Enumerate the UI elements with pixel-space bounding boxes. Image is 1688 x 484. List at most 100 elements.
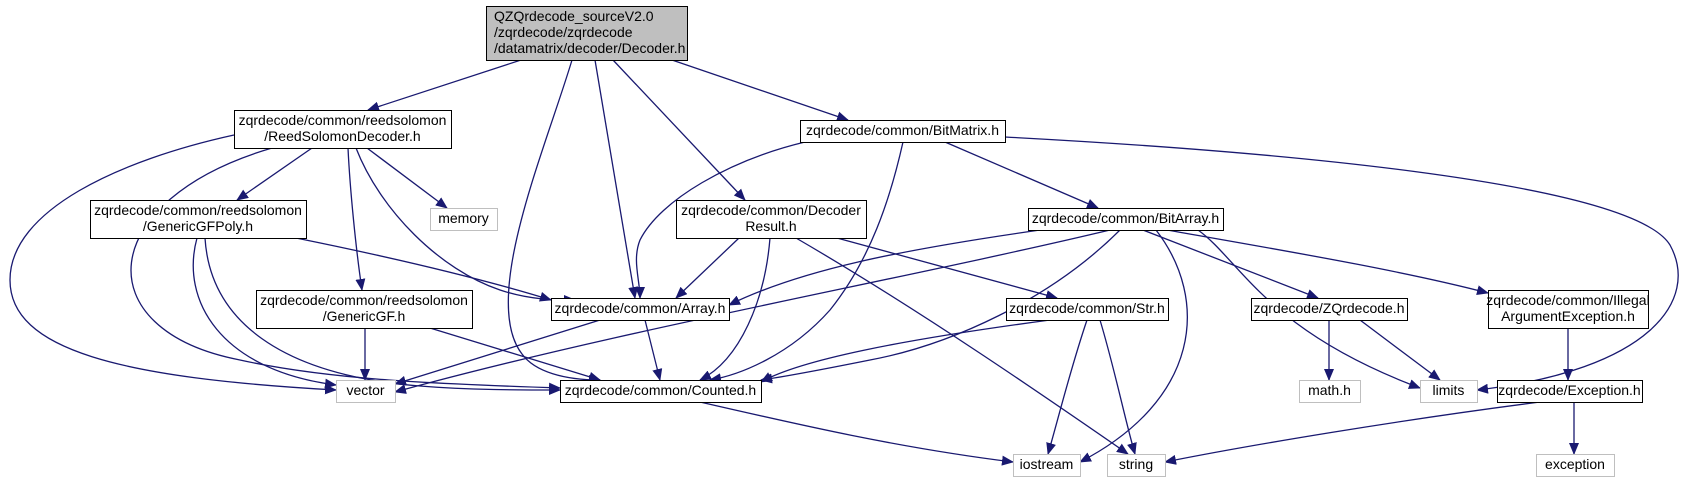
edge-str-to-counted	[760, 319, 1051, 383]
edge-root-to-rsdecoder	[367, 59, 522, 112]
node-iostream: iostream	[1013, 454, 1081, 477]
edge-rsdecoder-to-vector	[9, 134, 337, 395]
edge-bitarray-to-array	[728, 229, 1041, 306]
nodes-layer: QZQrdecode_sourceV2.0/zqrdecode/zqrdecod…	[90, 6, 1650, 477]
node-label-line: ArgumentException.h	[1501, 308, 1635, 324]
edge-decresult-to-str	[836, 237, 1058, 300]
node-label-line: memory	[438, 210, 489, 226]
node-label-line: string	[1119, 456, 1153, 472]
node-box	[1251, 298, 1408, 321]
node-box	[430, 208, 498, 231]
node-root: QZQrdecode_sourceV2.0/zqrdecode/zqrdecod…	[486, 6, 688, 61]
edge-gfpoly-to-array	[295, 237, 552, 302]
node-box	[1107, 454, 1166, 477]
node-label-line: /GenericGF.h	[323, 308, 405, 324]
node-box	[676, 200, 867, 239]
node-rsdecoder[interactable]: zqrdecode/common/reedsolomon/ReedSolomon…	[234, 110, 452, 149]
edge-root-to-array	[594, 59, 639, 299]
node-str[interactable]: zqrdecode/common/Str.h	[1006, 298, 1169, 321]
node-label-line: zqrdecode/common/reedsolomon	[260, 292, 468, 308]
edge-array-to-vector	[394, 319, 601, 386]
node-box	[256, 290, 473, 329]
node-box	[1013, 454, 1081, 477]
edge-decresult-to-string	[795, 237, 1129, 455]
edge-bitmatrix-to-limits	[1004, 136, 1679, 394]
node-box	[1488, 290, 1649, 329]
node-label-line: zqrdecode/common/reedsolomon	[239, 112, 447, 128]
node-string: string	[1107, 454, 1166, 477]
edge-str-to-iostream	[1046, 319, 1088, 455]
edge-str-to-string	[1099, 319, 1137, 455]
edge-bitarray-to-zqrdecode	[1142, 229, 1319, 299]
node-label-line: zqrdecode/ZQrdecode.h	[1254, 300, 1405, 316]
node-label-line: /datamatrix/decoder/Decoder.h	[494, 40, 685, 56]
edge-root-to-counted	[507, 59, 601, 385]
node-label-line: zqrdecode/common/reedsolomon	[94, 202, 302, 218]
node-box	[1028, 208, 1224, 231]
edge-decresult-to-array	[675, 237, 740, 299]
node-memory: memory	[430, 208, 498, 231]
node-genericgf[interactable]: zqrdecode/common/reedsolomon/GenericGF.h	[256, 290, 473, 329]
node-label-line: zqrdecode/common/Array.h	[555, 300, 726, 316]
node-label-line: zqrdecode/common/Counted.h	[565, 382, 756, 398]
edge-bitmatrix-to-array	[634, 141, 806, 299]
node-box	[1420, 380, 1478, 403]
node-box	[551, 298, 730, 321]
edge-rsdecoder-to-genericgf	[347, 147, 366, 291]
node-math: math.h	[1299, 380, 1361, 403]
edge-rsdecoder-to-memory	[366, 147, 448, 209]
node-box	[1299, 380, 1361, 403]
edge-gfpoly-to-vector	[192, 237, 337, 389]
edge-exception_h-to-string	[1164, 401, 1541, 465]
node-bitmatrix[interactable]: zqrdecode/common/BitMatrix.h	[800, 120, 1006, 143]
node-box	[560, 380, 762, 403]
node-label-line: zqrdecode/common/Str.h	[1009, 300, 1165, 316]
node-vector: vector	[336, 380, 396, 403]
node-box	[336, 380, 396, 403]
node-array[interactable]: zqrdecode/common/Array.h	[551, 298, 730, 321]
node-counted[interactable]: zqrdecode/common/Counted.h	[560, 380, 762, 403]
node-label-line: zqrdecode/common/BitArray.h	[1032, 210, 1219, 226]
node-exception: exception	[1536, 454, 1615, 477]
node-bitarray[interactable]: zqrdecode/common/BitArray.h	[1028, 208, 1224, 231]
node-label-line: limits	[1433, 382, 1465, 398]
node-label-line: zqrdecode/Exception.h	[1498, 382, 1640, 398]
node-label-line: zqrdecode/common/Decoder	[681, 202, 861, 218]
node-box	[486, 6, 688, 61]
node-box	[1006, 298, 1169, 321]
node-label-line: zqrdecode/common/Illegal	[1486, 292, 1649, 308]
node-label-line: Result.h	[745, 218, 796, 234]
node-limits: limits	[1420, 380, 1478, 403]
node-label-line: /GenericGFPoly.h	[143, 218, 253, 234]
edge-bitmatrix-to-bitarray	[944, 141, 1099, 209]
edge-counted-to-iostream	[699, 401, 1014, 466]
node-label-line: exception	[1545, 456, 1605, 472]
edge-genericgf-to-counted	[429, 327, 601, 382]
node-label-line: /ReedSolomonDecoder.h	[264, 128, 420, 144]
node-box	[1536, 454, 1615, 477]
edge-zqrdecode-to-limits	[1359, 319, 1441, 381]
edge-bitarray-to-vector	[394, 229, 1111, 394]
edge-array-to-counted	[644, 319, 663, 381]
node-box	[90, 200, 307, 239]
node-gfpoly[interactable]: zqrdecode/common/reedsolomon/GenericGFPo…	[90, 200, 307, 239]
node-box	[234, 110, 452, 149]
node-exception-h[interactable]: zqrdecode/Exception.h	[1497, 380, 1643, 403]
edge-rsdecoder-to-gfpoly	[236, 147, 313, 201]
node-label-line: iostream	[1020, 456, 1074, 472]
edge-decresult-to-counted	[699, 237, 771, 381]
node-label-line: /zqrdecode/zqrdecode	[494, 24, 633, 40]
edge-root-to-bitmatrix	[671, 59, 849, 122]
node-zqrdecode[interactable]: zqrdecode/ZQrdecode.h	[1251, 298, 1408, 321]
node-label-line: zqrdecode/common/BitMatrix.h	[806, 122, 999, 138]
node-label-line: QZQrdecode_sourceV2.0	[494, 8, 654, 24]
edge-bitmatrix-to-counted	[709, 141, 904, 384]
node-box	[1497, 380, 1643, 403]
node-label-line: vector	[346, 382, 384, 398]
node-label-line: math.h	[1308, 382, 1351, 398]
edge-root-to-decresult	[612, 59, 746, 201]
node-illegal[interactable]: zqrdecode/common/IllegalArgumentExceptio…	[1486, 290, 1650, 329]
node-box	[800, 120, 1006, 143]
